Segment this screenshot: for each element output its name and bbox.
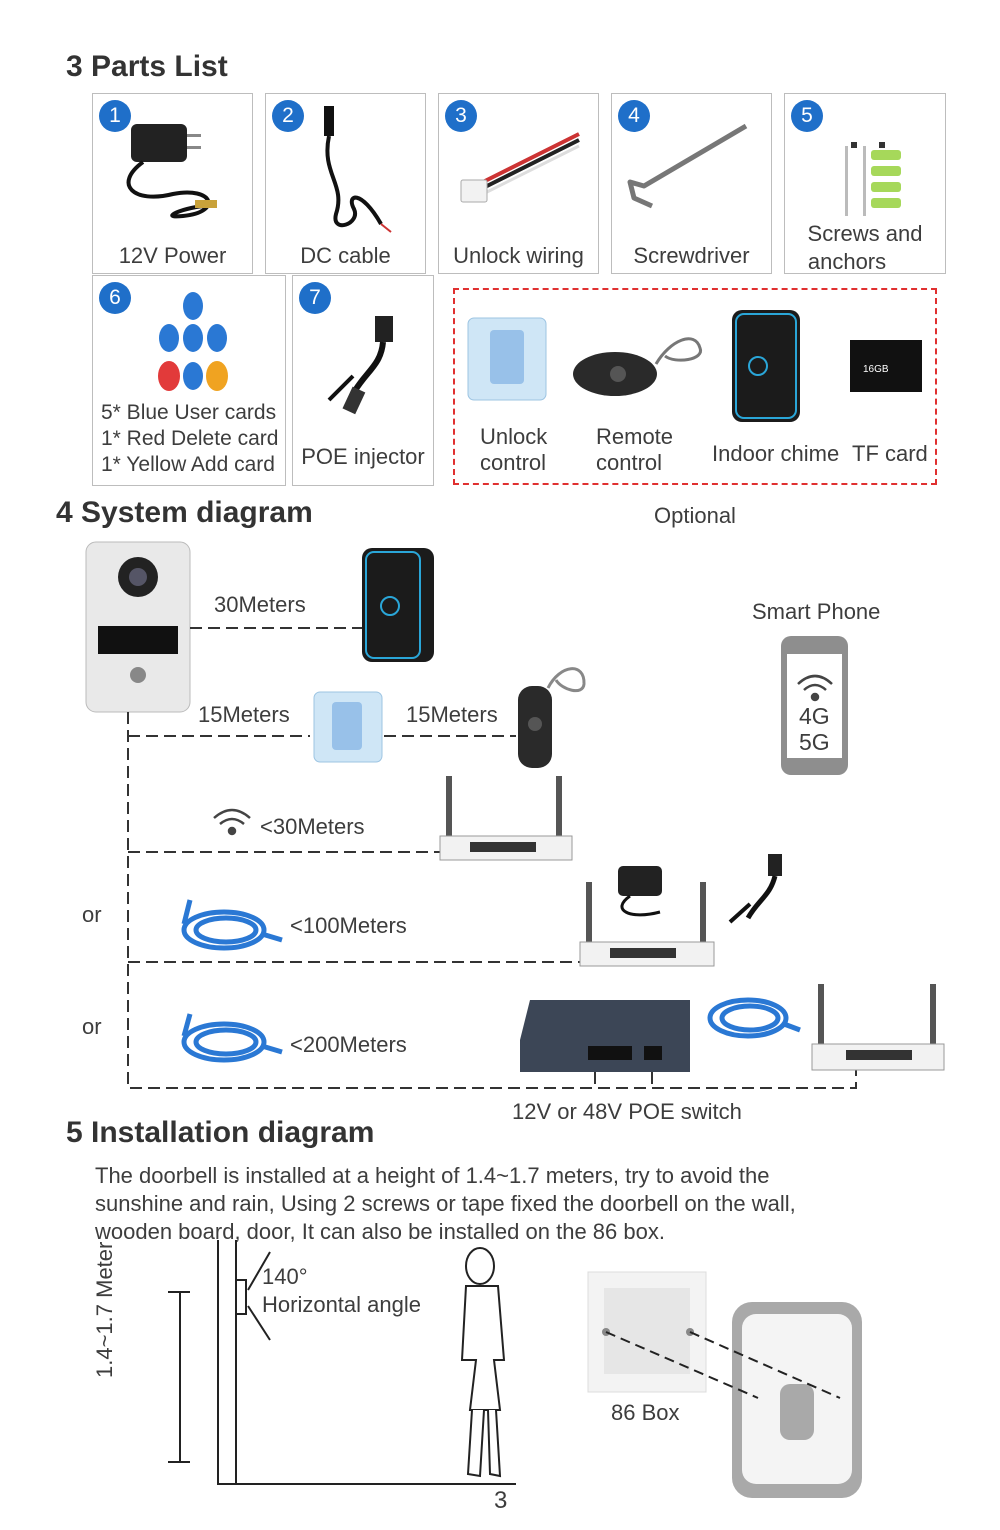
label-200m: <200Meters xyxy=(290,1032,407,1057)
part-number: 4 xyxy=(618,100,650,132)
box-label: 86 Box xyxy=(611,1400,680,1425)
optional-tf-label: TF card xyxy=(852,441,928,466)
optional-remote-line1: Remote xyxy=(596,424,674,449)
hex-key-icon xyxy=(627,123,748,209)
doorbell-icon xyxy=(85,541,191,713)
wall-box-86-icon xyxy=(587,1271,707,1393)
person-icon xyxy=(460,1247,506,1478)
router-icon xyxy=(439,776,573,861)
unlock-wiring-icon xyxy=(460,132,580,203)
smart-phone-icon xyxy=(781,636,848,775)
optional-chime-label: Indoor chime xyxy=(712,441,840,466)
label-15m-a: 15Meters xyxy=(198,702,290,727)
install-title: 5 Installation diagram xyxy=(66,1116,375,1149)
label-100m: <100Meters xyxy=(290,913,407,938)
angle-value: 140° xyxy=(262,1264,308,1289)
label-30m: 30Meters xyxy=(214,592,306,617)
part-label-line2: anchors xyxy=(807,249,887,274)
dc-cable-icon xyxy=(324,106,392,233)
mounting-plate-icon xyxy=(732,1302,862,1498)
power-adapter-icon xyxy=(618,866,662,917)
part-card-poe-injector: 7 POE injector xyxy=(292,275,434,486)
optional-unlock-line2: control xyxy=(480,450,547,475)
optional-unlock-line1: Unlock xyxy=(480,424,548,449)
part-card-dc-cable: 2 DC cable xyxy=(265,93,426,274)
poe-switch-icon xyxy=(520,1000,690,1072)
part-card-unlock-wiring: 3 Unlock wiring xyxy=(438,93,599,274)
network-cable-icon xyxy=(707,997,801,1039)
height-label: 1.4~1.7 Meter xyxy=(92,1241,117,1378)
part-number: 1 xyxy=(99,100,131,132)
part-card-screwdriver: 4 Screwdriver xyxy=(611,93,772,274)
parts-title: 3 Parts List xyxy=(66,50,228,83)
install-text-line1: The doorbell is installed at a height of… xyxy=(95,1163,770,1188)
part-card-power: 1 12V Power xyxy=(92,93,253,274)
unlock-control-icon xyxy=(313,691,383,763)
poe-injector-icon xyxy=(327,316,393,415)
part-label: POE injector xyxy=(301,444,425,469)
tf-card-icon: 16GB xyxy=(850,340,922,392)
router-icon xyxy=(579,882,715,967)
part-card-rfid-cards: 6 5* Blue User cards 1* Red Delete card … xyxy=(92,275,286,486)
part-number: 3 xyxy=(445,100,477,132)
system-title: 4 System diagram xyxy=(56,496,313,529)
part-card-screws: 5 Screws and anchors xyxy=(784,93,946,274)
svg-text:16GB: 16GB xyxy=(863,364,889,375)
optional-accessories-icons: 16GB xyxy=(467,310,922,422)
part-label: DC cable xyxy=(300,243,391,268)
page-number: 3 xyxy=(494,1487,508,1514)
optional-remote-line2: control xyxy=(596,450,663,475)
poe-injector-icon xyxy=(728,854,782,924)
part-label: Screwdriver xyxy=(633,243,750,268)
part-label-line1: Screws and xyxy=(807,221,923,246)
remote-control-icon xyxy=(573,337,702,396)
part-label-line3: 1* Yellow Add card xyxy=(101,453,275,476)
part-number: 5 xyxy=(791,100,823,132)
phone-4g: 4G xyxy=(799,703,830,729)
angle-label: Horizontal angle xyxy=(262,1292,421,1317)
indoor-chime-icon xyxy=(362,548,434,662)
part-number: 7 xyxy=(299,282,331,314)
rfid-tags-icon xyxy=(158,292,228,391)
remote-control-icon xyxy=(518,667,586,768)
label-or-2: or xyxy=(82,1014,102,1039)
install-text-line3: wooden board, door, It can also be insta… xyxy=(95,1219,665,1244)
part-label-line1: 5* Blue User cards xyxy=(101,401,277,424)
unlock-control-icon xyxy=(467,317,547,401)
phone-title: Smart Phone xyxy=(752,599,881,624)
network-cable-icon xyxy=(181,899,283,951)
wall-icon xyxy=(217,1240,516,1485)
router-icon xyxy=(811,984,945,1071)
wifi-icon xyxy=(213,808,251,836)
optional-accessories-box xyxy=(453,288,937,485)
network-cable-icon xyxy=(181,1013,283,1063)
mounting-guide-lines xyxy=(605,1331,841,1399)
part-label-line2: 1* Red Delete card xyxy=(101,427,279,450)
indoor-chime-icon xyxy=(732,310,800,422)
label-wifi-30m: <30Meters xyxy=(260,814,365,839)
label-15m-b: 15Meters xyxy=(406,702,498,727)
height-ruler-icon xyxy=(168,1291,190,1463)
optional-label: Optional xyxy=(654,503,736,528)
screws-anchors-icon xyxy=(845,142,901,216)
wifi-phone-icon xyxy=(797,674,833,702)
part-number: 6 xyxy=(99,282,131,314)
part-number: 2 xyxy=(272,100,304,132)
label-poe-switch: 12V or 48V POE switch xyxy=(512,1099,742,1124)
phone-5g: 5G xyxy=(799,729,830,755)
install-text-line2: sunshine and rain, Using 2 screws or tap… xyxy=(95,1191,796,1216)
part-label: 12V Power xyxy=(118,243,227,268)
label-or-1: or xyxy=(82,902,102,927)
power-adapter-icon xyxy=(126,124,217,219)
part-label: Unlock wiring xyxy=(453,243,584,268)
